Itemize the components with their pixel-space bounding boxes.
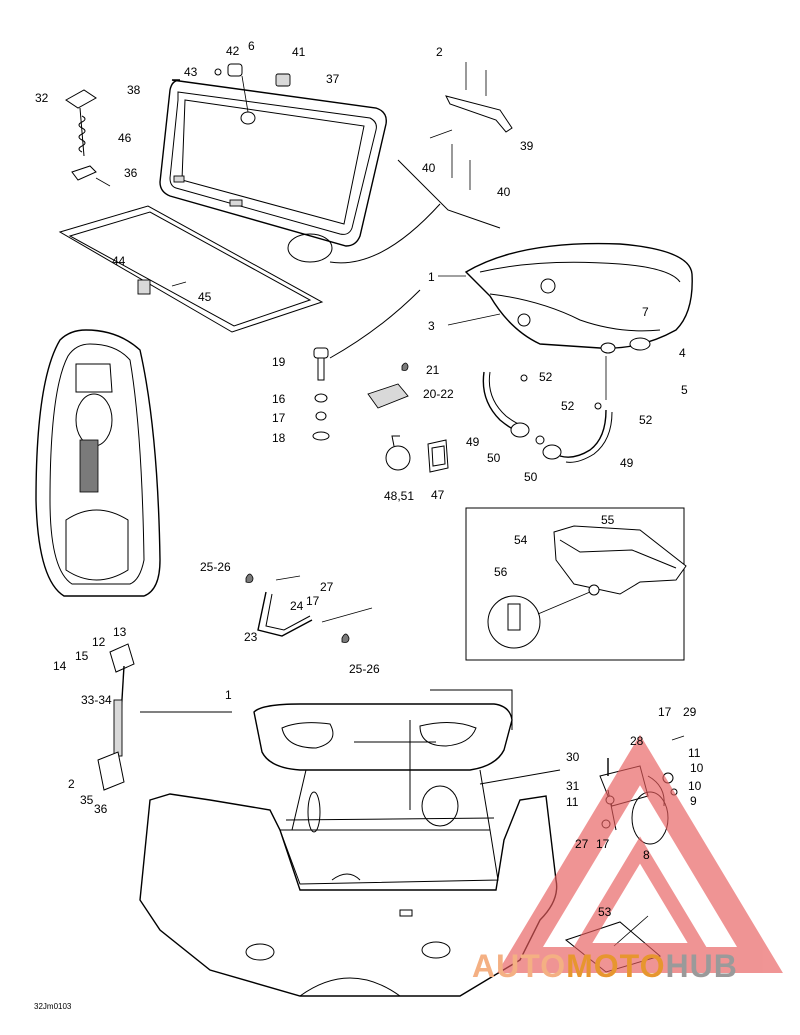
watermark-logo: AUTOMOTOHUB xyxy=(472,950,738,982)
callout-c45: 45 xyxy=(198,290,212,304)
callout-c29: 29 xyxy=(683,705,697,719)
watermark-part-moto: MOTO xyxy=(566,948,666,984)
watercraft-top-view xyxy=(35,329,161,597)
callout-c56: 56 xyxy=(494,565,508,579)
storage-bin xyxy=(438,242,693,354)
callout-c17d: 17 xyxy=(596,837,610,851)
callout-c30: 30 xyxy=(566,750,580,764)
callout-c41: 41 xyxy=(292,45,306,59)
callout-c12: 12 xyxy=(92,635,106,649)
callout-c24: 24 xyxy=(290,599,304,613)
handle-assembly xyxy=(245,573,373,643)
callout-c2022: 20-22 xyxy=(423,387,454,401)
callout-c50b: 50 xyxy=(524,470,538,484)
callout-c49b: 49 xyxy=(620,456,634,470)
callout-c3: 3 xyxy=(428,319,435,333)
callout-c17b: 17 xyxy=(306,594,320,608)
drain-plug-parts xyxy=(312,289,421,441)
callout-c4: 4 xyxy=(679,346,686,360)
callout-c14: 14 xyxy=(53,659,67,673)
callout-c18: 18 xyxy=(272,431,286,445)
callout-c52b: 52 xyxy=(561,399,575,413)
callout-c43: 43 xyxy=(184,65,198,79)
foam-block xyxy=(367,362,409,409)
callout-c53: 53 xyxy=(598,905,612,919)
callout-c38: 38 xyxy=(127,83,141,97)
cover-frame xyxy=(159,79,387,247)
watermark-part-auto: AUTO xyxy=(472,948,567,984)
callout-c2a: 2 xyxy=(436,45,443,59)
callout-c15: 15 xyxy=(75,649,89,663)
callout-c52c: 52 xyxy=(639,413,653,427)
callout-c16: 16 xyxy=(272,392,286,406)
callout-c7: 7 xyxy=(642,305,649,319)
watermark-triangle xyxy=(497,734,783,973)
callout-c8: 8 xyxy=(643,848,650,862)
callout-c27b: 27 xyxy=(575,837,589,851)
callout-c11a: 11 xyxy=(688,746,701,760)
callout-c39: 39 xyxy=(520,139,534,153)
callout-c32: 32 xyxy=(35,91,49,105)
latch-hardware xyxy=(214,63,291,113)
callout-c17a: 17 xyxy=(272,411,286,425)
inset-box xyxy=(465,507,687,661)
callout-c42: 42 xyxy=(226,44,240,58)
callout-c40b: 40 xyxy=(497,185,511,199)
callout-c40a: 40 xyxy=(422,161,436,175)
callout-c13: 13 xyxy=(113,625,127,639)
callout-c2b: 2 xyxy=(68,777,75,791)
watermark-part-hub: HUB xyxy=(665,948,738,984)
callout-c37: 37 xyxy=(326,72,340,86)
clamp-and-plate xyxy=(385,435,449,473)
hinge-bracket xyxy=(397,62,513,229)
hoses xyxy=(482,356,613,463)
callout-c44: 44 xyxy=(112,254,126,268)
callout-c17c: 17 xyxy=(658,705,672,719)
callout-c5: 5 xyxy=(681,383,688,397)
callout-c52a: 52 xyxy=(539,370,553,384)
callout-c11b: 11 xyxy=(566,795,579,809)
callout-c4851: 48,51 xyxy=(384,489,415,503)
callout-c3334: 33-34 xyxy=(81,693,112,707)
callout-c10b: 10 xyxy=(688,779,702,793)
callout-c27a: 27 xyxy=(320,580,334,594)
callout-c9: 9 xyxy=(690,794,697,808)
callout-c6a: 6 xyxy=(248,39,255,53)
callout-c54: 54 xyxy=(514,533,528,547)
cover-seal xyxy=(58,205,324,333)
gas-spring xyxy=(97,643,232,791)
callout-c36b: 36 xyxy=(94,802,108,816)
callout-c55: 55 xyxy=(601,513,615,527)
callout-c19: 19 xyxy=(272,355,286,369)
spring-hinge xyxy=(65,89,111,187)
callout-c47: 47 xyxy=(431,488,445,502)
callout-c10a: 10 xyxy=(690,761,704,775)
callout-c35: 35 xyxy=(80,793,94,807)
callout-c2526b: 25-26 xyxy=(349,662,380,676)
callout-c31: 31 xyxy=(566,779,580,793)
callout-c36a: 36 xyxy=(124,166,138,180)
callout-c2526a: 25-26 xyxy=(200,560,231,574)
callout-c1a: 1 xyxy=(428,270,435,284)
callout-c49a: 49 xyxy=(466,435,480,449)
callout-c50a: 50 xyxy=(487,451,501,465)
callout-c28: 28 xyxy=(630,734,644,748)
callout-c1b: 1 xyxy=(225,688,232,702)
callout-c21: 21 xyxy=(426,363,440,377)
figure-code: 32Jm0103 xyxy=(34,1002,72,1011)
callout-c46: 46 xyxy=(118,131,132,145)
callout-c23: 23 xyxy=(244,630,258,644)
